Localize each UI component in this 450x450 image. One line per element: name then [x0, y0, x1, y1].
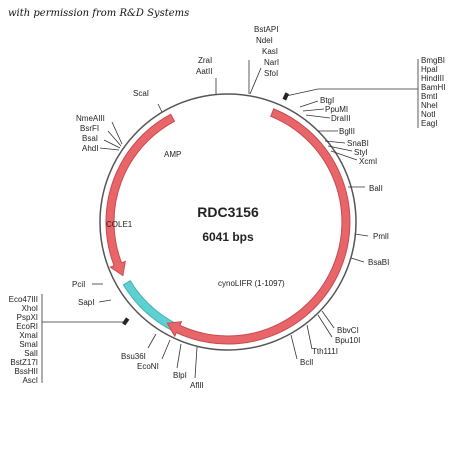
permission-note: with permission from R&D Systems: [8, 8, 190, 19]
site-label: HpaI: [421, 65, 438, 74]
site-tick: [306, 324, 313, 350]
site-tick: [354, 233, 369, 237]
site-label: BstZ17I: [10, 358, 38, 367]
site-tick: [176, 343, 182, 369]
site-label: EagI: [421, 119, 437, 128]
site-tick: [194, 346, 198, 379]
site-label: BamHI: [421, 83, 445, 92]
site-label: KasI: [262, 47, 278, 56]
site-tick: [330, 150, 358, 161]
site-label: Tth111I: [312, 347, 338, 356]
site-label: XcmI: [359, 157, 377, 166]
site-label: SmaI: [19, 340, 38, 349]
site-label: StyI: [354, 148, 368, 157]
feature-cynolifr-label: cynoLIFR (1-1097): [218, 279, 285, 288]
site-tick: [103, 139, 121, 149]
site-tick: [350, 257, 365, 263]
feature-amp-label: AMP: [164, 150, 181, 159]
feature-amp-arc: [105, 113, 176, 277]
site-label: XhoI: [22, 304, 38, 313]
site-label: BmgBI: [421, 56, 445, 65]
site-tick: [321, 310, 335, 329]
site-label: SapI: [78, 298, 94, 307]
site-label: BalI: [369, 184, 383, 193]
site-tick: [299, 100, 319, 108]
mcs-marker-left: [122, 317, 130, 326]
site-tick: [107, 130, 122, 147]
site-label: NarI: [264, 58, 279, 67]
site-tick: [305, 114, 331, 119]
site-label: ScaI: [133, 89, 149, 98]
site-label: PpuMI: [325, 105, 348, 114]
site-label: ZraI: [198, 56, 212, 65]
site-label: PspXI: [17, 313, 38, 322]
site-tick: [98, 299, 112, 303]
feature-cynolifr-arc: [166, 108, 351, 345]
site-label: Bpu10I: [335, 336, 360, 345]
site-label: NdeI: [256, 36, 273, 45]
feature-cole1-label: COLE1: [106, 220, 133, 229]
site-tick: [290, 334, 298, 360]
plasmid-size: 6041 bps: [202, 230, 254, 244]
site-label: BglII: [339, 127, 355, 136]
site-label: XmaI: [19, 331, 38, 340]
site-label: BsaI: [82, 134, 98, 143]
site-tick: [147, 333, 157, 349]
site-label: BclI: [300, 358, 313, 367]
site-label: EcoRI: [16, 322, 38, 331]
site-tick: [111, 121, 123, 145]
site-tick: [327, 145, 353, 152]
site-label: NotI: [421, 110, 436, 119]
site-label: BsaBI: [368, 258, 389, 267]
site-label: PmlI: [373, 232, 389, 241]
site-label: AflII: [190, 381, 204, 390]
site-label: HindIII: [421, 74, 444, 83]
site-label: BssHII: [14, 367, 38, 376]
backbone-circle: [99, 93, 357, 351]
site-label: BstAPI: [254, 25, 278, 34]
site-label: Eco47III: [9, 295, 38, 304]
site-tick: [157, 103, 163, 113]
site-label: Bsu36I: [121, 352, 146, 361]
site-label: AhdI: [82, 144, 98, 153]
site-label: BsrFI: [80, 124, 99, 133]
site-label: NmeAIII: [76, 114, 105, 123]
site-label: BmtI: [421, 92, 437, 101]
site-label: NheI: [421, 101, 438, 110]
site-label: SalI: [24, 349, 38, 358]
site-label: AatII: [196, 67, 212, 76]
site-tick: [302, 108, 325, 112]
site-tick: [161, 339, 171, 360]
mcs-bracket-right: [285, 88, 418, 97]
site-label: SnaBI: [347, 139, 369, 148]
site-label: AscI: [22, 376, 38, 385]
site-tick: [249, 67, 262, 95]
site-label: BtgI: [320, 96, 334, 105]
site-label: PciI: [72, 280, 85, 289]
site-label: EcoNI: [137, 362, 159, 371]
site-label: DraIII: [331, 114, 351, 123]
site-tick: [99, 147, 120, 151]
site-label: BbvCI: [337, 326, 359, 335]
site-label: SfoI: [264, 69, 278, 78]
plasmid-name: RDC3156: [197, 204, 259, 220]
site-label: BlpI: [173, 371, 187, 380]
site-tick: [317, 314, 333, 338]
site-tick: [324, 140, 346, 144]
mcs-marker-right: [282, 92, 290, 101]
